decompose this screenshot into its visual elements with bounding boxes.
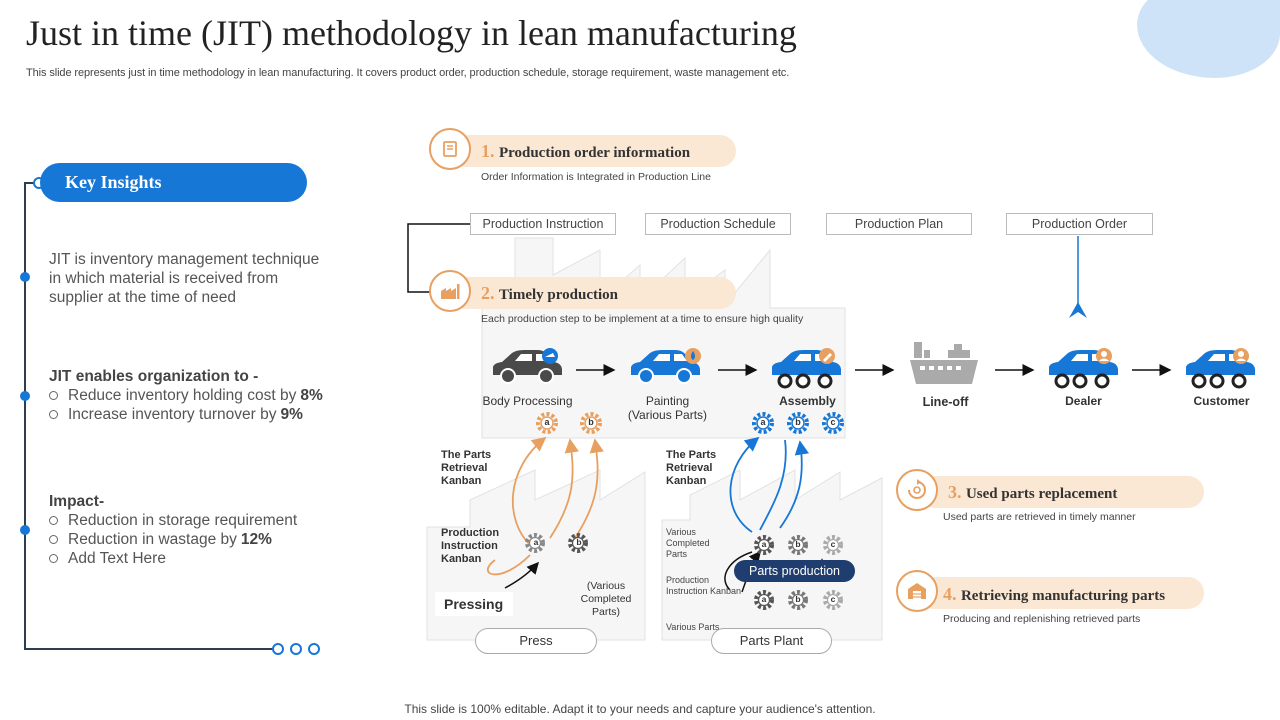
label-dealer: Dealer [1065, 394, 1102, 408]
bullet-circle-icon [49, 535, 58, 544]
recycle-icon [896, 469, 938, 511]
ship-icon [910, 342, 978, 384]
step-1-bar [450, 135, 736, 167]
timeline-end-ring [308, 643, 320, 655]
book-icon [429, 128, 471, 170]
warehouse-icon [896, 570, 938, 612]
plant-gears [754, 535, 843, 610]
impact-title: Impact- [49, 493, 105, 510]
plant-kanban-label: The Parts Retrieval Kanban [666, 449, 717, 487]
production-gears [536, 412, 844, 434]
factory-icon [429, 270, 471, 312]
press-kanban-label: The Parts Retrieval Kanban [441, 449, 492, 487]
car-dealer-icon [1049, 348, 1118, 389]
page-title: Just in time (JIT) methodology in lean m… [26, 13, 797, 53]
list-item: Increase inventory turnover by 9% [49, 405, 349, 424]
bullet-circle-icon [49, 516, 58, 525]
gear-label-b: b [795, 417, 801, 427]
step-4-description: Producing and replenishing retrieved par… [943, 613, 1141, 625]
press-completed-parts: (Various Completed Parts) [580, 580, 632, 618]
tag-production-schedule: Production Schedule [645, 213, 791, 235]
gear-label-a: a [761, 539, 767, 549]
gear-label-c: c [830, 417, 836, 427]
gear-label-a: a [761, 594, 767, 604]
step-2-description: Each production step to be implement at … [481, 313, 804, 325]
plant-instruction-kanban: Production Instruction Kanban [666, 575, 742, 596]
insight-impact: Impact- Reduction in storage requirement… [49, 492, 349, 568]
label-painting-sub: (Various Parts) [627, 408, 708, 422]
timeline-dot [20, 525, 30, 535]
car-customer-icon [1186, 348, 1255, 389]
insight-intro: JIT is inventory management technique in… [49, 251, 320, 306]
bullet-circle-icon [49, 554, 58, 563]
step-2-bar [450, 277, 736, 309]
timeline-horizontal-line [24, 648, 276, 650]
bullet-circle-icon [49, 410, 58, 419]
car-painting-icon [631, 348, 701, 384]
list-item: Reduction in wastage by 12% [49, 530, 349, 549]
label-customer: Customer [1193, 394, 1250, 408]
list-item: Reduction in storage requirement [49, 511, 349, 530]
insight-enables: JIT enables organization to - Reduce inv… [49, 367, 349, 424]
timeline-vertical-line [24, 182, 26, 649]
label-assembly: Assembly [779, 394, 836, 408]
timeline-end-ring [272, 643, 284, 655]
parts-production-badge: Parts production [734, 560, 855, 582]
car-assembly-icon [772, 348, 841, 389]
step-3-heading: 3. Used parts replacement [948, 482, 1118, 502]
gear-label-a: a [760, 417, 766, 427]
step-3-description: Used parts are retrieved in timely manne… [943, 511, 1136, 523]
label-painting: Painting [645, 394, 690, 408]
gear-label-c: c [830, 539, 836, 549]
step-3-bar [918, 476, 1204, 508]
list-item: Add Text Here [49, 549, 349, 568]
bullet-circle-icon [49, 391, 58, 400]
gear-label-b: b [795, 539, 801, 549]
label-line-off: Line-off [922, 395, 969, 409]
tag-production-order: Production Order [1006, 213, 1153, 235]
enables-title: JIT enables organization to - [49, 368, 259, 385]
press-gears [525, 533, 588, 553]
press-pill: Press [475, 628, 597, 654]
timeline-end-ring [290, 643, 302, 655]
plant-various-completed: Various Completed Parts [666, 527, 710, 559]
timeline-dot [20, 272, 30, 282]
gear-label-b: b [588, 417, 594, 427]
step-2-heading: 2. Timely production [481, 283, 619, 303]
step-1-heading: 1. Production order information [481, 141, 691, 161]
gear-label-b: b [576, 537, 582, 547]
pressing-label: Pressing [435, 592, 513, 616]
tag-production-instruction: Production Instruction [470, 213, 616, 235]
footer-note: This slide is 100% editable. Adapt it to… [404, 702, 876, 716]
key-insights-badge: Key Insights [40, 163, 307, 202]
car-body-icon [493, 348, 562, 384]
step-4-heading: 4. Retrieving manufacturing parts [943, 584, 1166, 604]
timeline-dot [20, 391, 30, 401]
tag-production-plan: Production Plan [826, 213, 972, 235]
plant-various-parts: Various Parts [666, 622, 720, 632]
step-4-bar [918, 577, 1204, 609]
gear-label-b: b [795, 594, 801, 604]
list-item: Reduce inventory holding cost by 8% [49, 386, 349, 405]
gear-label-a: a [533, 537, 539, 547]
timeline-top-connector [24, 182, 38, 184]
gear-label-a: a [544, 417, 550, 427]
press-instruction-kanban: Production Instruction Kanban [441, 527, 500, 565]
label-body-processing: Body Processing [482, 394, 573, 408]
parts-plant-pill: Parts Plant [711, 628, 832, 654]
step-1-description: Order Information is Integrated in Produ… [481, 171, 711, 183]
gear-label-c: c [830, 594, 836, 604]
page-subtitle: This slide represents just in time metho… [26, 67, 790, 79]
